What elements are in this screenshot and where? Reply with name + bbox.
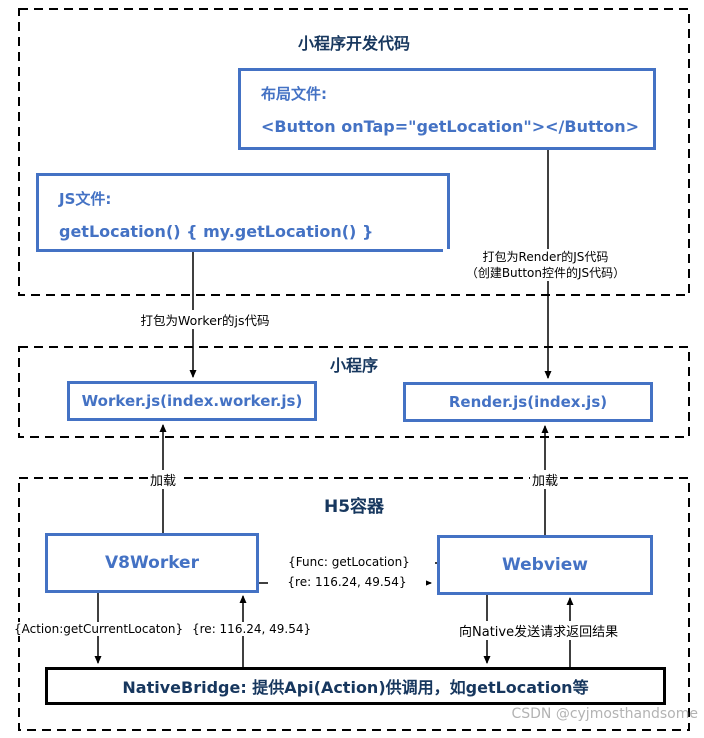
- js-file-code: getLocation() { my.getLocation() }: [59, 222, 374, 241]
- layout-file-box: 布局文件: <Button onTap="getLocation"></Butt…: [238, 68, 656, 150]
- h5-container-title: H5容器: [323, 497, 385, 517]
- layout-file-code: <Button onTap="getLocation"></Button>: [261, 117, 640, 136]
- v8worker-box: V8Worker: [45, 533, 259, 593]
- h5-dashed-border: [18, 477, 690, 731]
- webview-box: Webview: [437, 535, 653, 595]
- miniapp-title: 小程序: [329, 356, 378, 375]
- re-coords-mid-label: {re: 116.24, 49.54}: [268, 575, 426, 589]
- dev-code-title: 小程序开发代码: [297, 34, 410, 53]
- dev-code-dashed-border: [18, 8, 690, 296]
- load-left-label: 加载: [148, 470, 179, 489]
- pack-render-label-line1: 打包为Render的JS代码: [482, 250, 609, 264]
- pack-render-label: 打包为Render的JS代码 （创建Button控件的JS代码）: [443, 249, 648, 281]
- action-getcurrentlocation-label: {Action:getCurrentLocaton}: [14, 622, 184, 636]
- render-js-box: Render.js(index.js): [403, 382, 653, 422]
- js-file-box: JS文件: getLocation() { my.getLocation() }: [36, 173, 450, 252]
- func-getlocation-label: {Func: getLocation}: [263, 555, 435, 569]
- worker-js-box: Worker.js(index.worker.js): [67, 381, 317, 421]
- nativebridge-box: NativeBridge: 提供Api(Action)供调用，如getLocat…: [45, 667, 666, 705]
- request-to-native-label: 向Native发送请求返回结果: [459, 621, 619, 640]
- re-coords-bottom-label: {re: 116.24, 49.54}: [192, 622, 312, 636]
- load-right-label: 加载: [530, 470, 561, 489]
- csdn-watermark: CSDN @cyjmosthandsome: [511, 706, 698, 722]
- layout-file-label: 布局文件:: [261, 85, 327, 103]
- pack-worker-label: 打包为Worker的js代码: [105, 310, 305, 329]
- js-file-label: JS文件:: [59, 190, 112, 208]
- miniapp-dashed-border: [18, 346, 690, 438]
- pack-render-label-line2: （创建Button控件的JS代码）: [465, 266, 626, 280]
